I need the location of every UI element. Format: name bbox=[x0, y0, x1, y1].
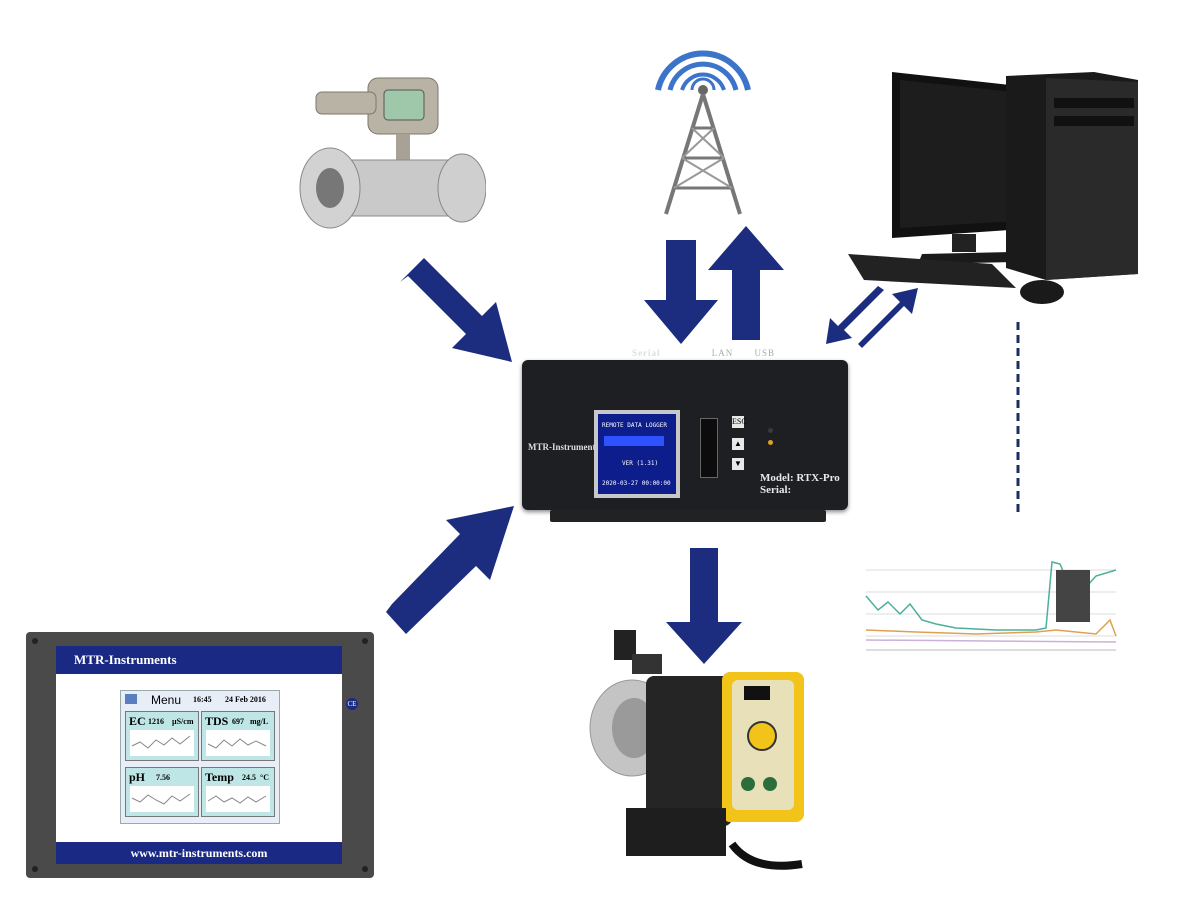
logger-up-button: ▲ bbox=[732, 438, 744, 450]
tile-label: TDS bbox=[205, 714, 229, 728]
logger-screen: REMOTE DATA LOGGER VER (1.31) 2020-03-27… bbox=[594, 410, 680, 498]
logger-brand: MTR-Instruments bbox=[528, 442, 599, 452]
tile-ph[interactable]: pH 7.56 bbox=[125, 767, 199, 817]
logger-serial: Serial: bbox=[760, 484, 792, 496]
port-usb-label: USB bbox=[754, 348, 776, 358]
radio-tower-icon bbox=[655, 50, 751, 215]
tile-value: 24.5 bbox=[242, 773, 256, 782]
screw-icon bbox=[362, 866, 368, 872]
app-logo-icon bbox=[125, 694, 137, 704]
logger-down-button: ▼ bbox=[732, 458, 744, 470]
tile-label: pH bbox=[129, 770, 146, 784]
port-serial-label: Serial bbox=[632, 348, 661, 358]
hmi-date: 24 Feb 2016 bbox=[225, 695, 266, 704]
flow-meter-icon bbox=[299, 77, 486, 229]
hmi-menu-window: Menu 16:45 24 Feb 2016 EC 1216 µS/cm TDS… bbox=[120, 690, 280, 824]
tile-tds[interactable]: TDS 697 mg/L bbox=[201, 711, 275, 761]
logger-terminal-strip bbox=[550, 510, 826, 522]
status-led-2 bbox=[768, 440, 773, 445]
tile-temp[interactable]: Temp 24.5 °C bbox=[201, 767, 275, 817]
hmi-time: 16:45 bbox=[193, 695, 212, 704]
tile-sparkline bbox=[130, 786, 194, 812]
hmi-menu-title: Menu bbox=[151, 693, 182, 707]
tile-sparkline bbox=[130, 730, 194, 756]
tile-value: 1216 bbox=[148, 717, 164, 726]
screw-icon bbox=[32, 866, 38, 872]
tile-unit: µS/cm bbox=[172, 717, 194, 726]
tile-unit: mg/L bbox=[250, 717, 269, 726]
tile-unit: °C bbox=[260, 773, 269, 782]
dosing-pump-icon bbox=[589, 630, 804, 870]
logger-model: Model: RTX-Pro bbox=[760, 472, 840, 484]
arrow-logger-to-tower bbox=[708, 226, 784, 340]
logger-screen-datetime: 2020-03-27 00:00:00 bbox=[602, 480, 671, 487]
logger-housing: MTR-Instruments REMOTE DATA LOGGER VER (… bbox=[522, 360, 848, 510]
arrow-logger-to-computer bbox=[858, 288, 918, 348]
tile-label: EC bbox=[129, 714, 146, 728]
data-logger-device: Serial LAN USB MTR-Instruments REMOTE DA… bbox=[522, 348, 848, 526]
trend-chart-icon bbox=[856, 540, 1122, 664]
logger-port-labels: Serial LAN USB bbox=[632, 348, 775, 358]
logger-esc-button: ESC bbox=[732, 416, 747, 428]
hmi-touch-panel: MTR-Instruments CE Menu 16:45 24 Feb 201… bbox=[26, 632, 374, 878]
tile-ec[interactable]: EC 1216 µS/cm bbox=[125, 711, 199, 761]
hmi-footer: www.mtr-instruments.com bbox=[56, 842, 342, 864]
arrow-logger-to-pump bbox=[666, 548, 742, 664]
status-led-1 bbox=[768, 428, 773, 433]
arrow-hmi-to-logger bbox=[386, 506, 514, 634]
screw-icon bbox=[32, 638, 38, 644]
arrow-tower-to-logger bbox=[644, 240, 718, 344]
screw-icon bbox=[362, 638, 368, 644]
arrow-computer-to-logger bbox=[826, 286, 884, 344]
tile-sparkline bbox=[206, 730, 270, 756]
hmi-header: MTR-Instruments bbox=[56, 646, 342, 674]
logger-screen-version: VER (1.31) bbox=[622, 460, 659, 467]
ce-mark-icon: CE bbox=[346, 698, 358, 710]
logger-screen-bar bbox=[604, 436, 664, 446]
tile-label: Temp bbox=[205, 770, 234, 784]
tile-value: 7.56 bbox=[156, 773, 170, 782]
tile-sparkline bbox=[206, 786, 270, 812]
sd-card-slot bbox=[700, 418, 718, 478]
tile-value: 697 bbox=[232, 717, 244, 726]
logger-screen-title: REMOTE DATA LOGGER bbox=[602, 422, 668, 429]
desktop-computer-icon bbox=[848, 72, 1138, 304]
port-lan-label: LAN bbox=[711, 348, 734, 358]
hmi-screen: MTR-Instruments CE Menu 16:45 24 Feb 201… bbox=[56, 646, 358, 864]
arrow-flowmeter-to-logger bbox=[400, 258, 512, 362]
